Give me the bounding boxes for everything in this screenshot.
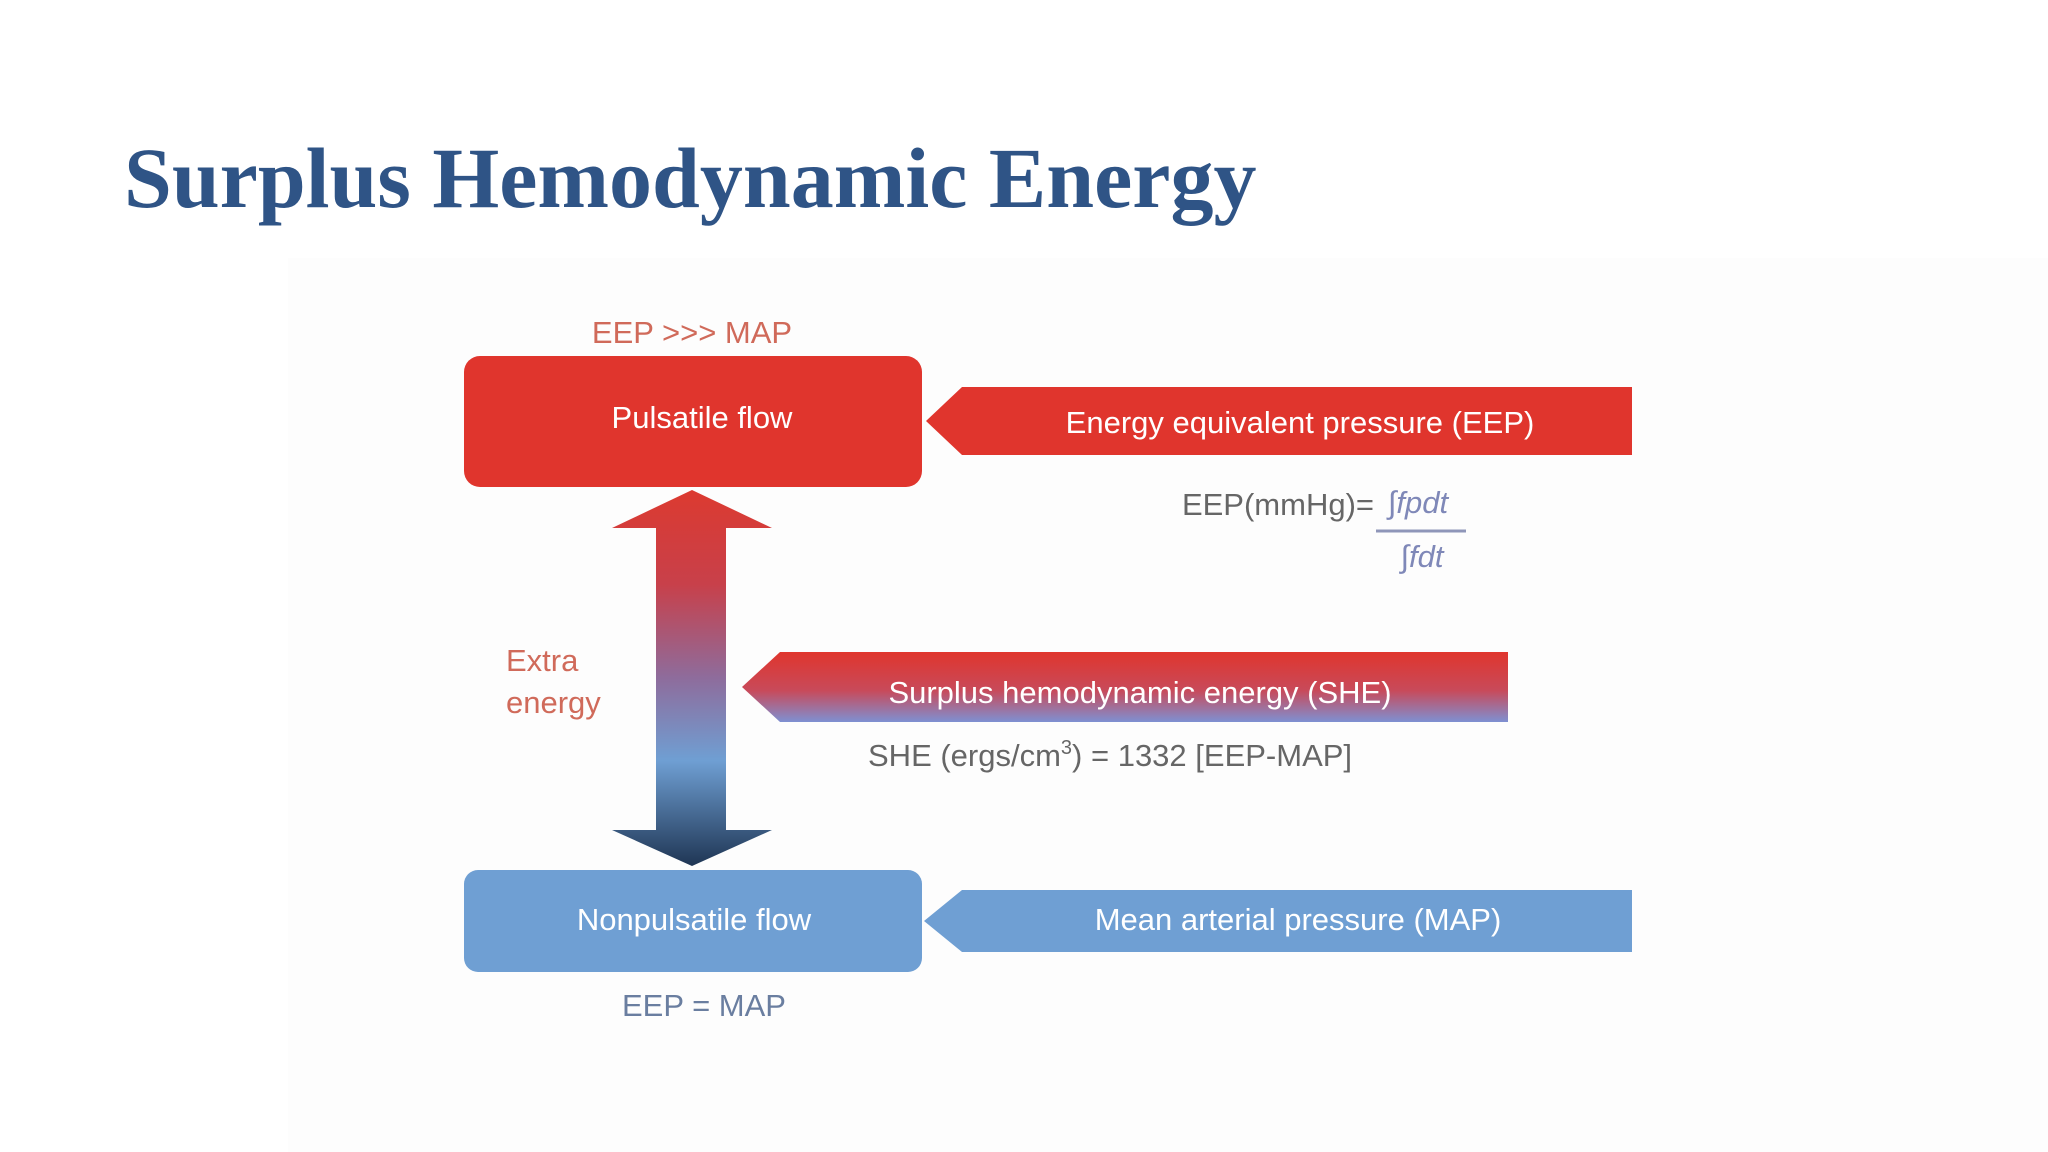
she-arrow-label: Surplus hemodynamic energy (SHE): [888, 675, 1391, 710]
she-formula: SHE (ergs/cm3) = 1332 [EEP-MAP]: [868, 737, 1352, 773]
eep-formula-numerator: ∫fpdt: [1386, 485, 1450, 520]
she-arrow: [742, 652, 1508, 722]
eep-formula-denominator: ∫fdt: [1399, 539, 1445, 574]
nonpulsatile-flow-label: Nonpulsatile flow: [577, 902, 812, 937]
map-arrow-label: Mean arterial pressure (MAP): [1095, 902, 1502, 937]
extra-energy-label-line1: Extra: [506, 643, 579, 678]
eep-arrow: [926, 387, 1632, 455]
eep-formula-lhs: EEP(mmHg)=: [1182, 487, 1374, 522]
pulsatile-flow-label: Pulsatile flow: [612, 400, 794, 435]
eep-arrow-label: Energy equivalent pressure (EEP): [1066, 405, 1535, 440]
slide-title: Surplus Hemodynamic Energy: [124, 130, 1257, 226]
nonpulsatile-flow-box: [464, 870, 922, 972]
bottom-label: EEP = MAP: [622, 988, 786, 1023]
top-label: EEP >>> MAP: [592, 315, 792, 350]
extra-energy-label-line2: energy: [506, 685, 601, 720]
pulsatile-flow-box: [464, 356, 922, 487]
map-arrow: [924, 890, 1632, 952]
extra-energy-double-arrow: [612, 490, 772, 866]
